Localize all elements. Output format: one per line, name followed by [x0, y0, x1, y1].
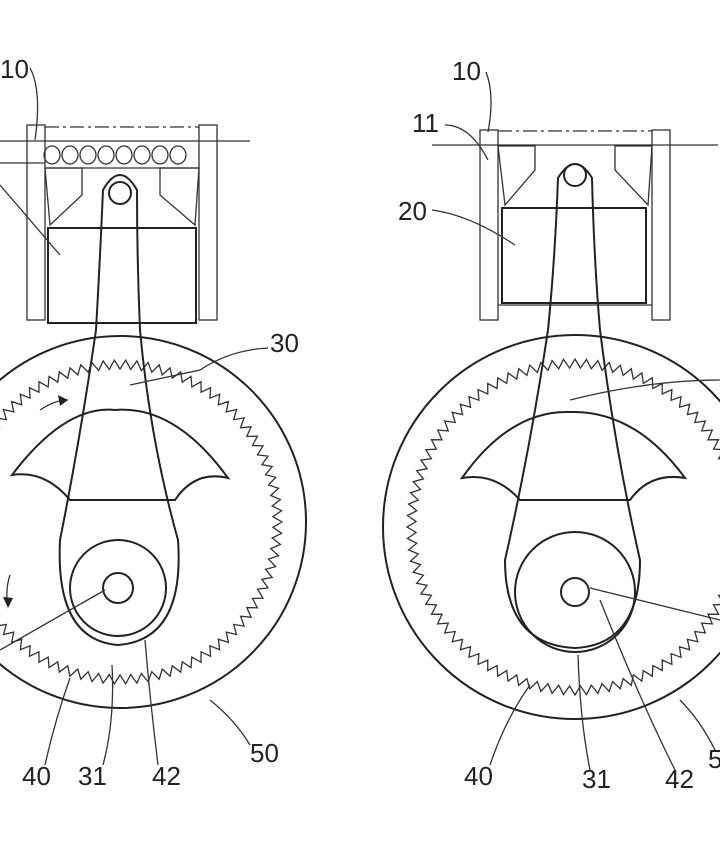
bearing-ball	[115, 145, 133, 165]
left-mechanism: 10 30 40 31 42 50	[0, 54, 307, 791]
label-left-42: 42	[152, 761, 181, 791]
bearing-ball	[97, 145, 115, 165]
label-right-10: 10	[452, 56, 481, 86]
right-cylinder	[432, 129, 718, 321]
ball-bearing-row	[43, 145, 187, 165]
label-left-10: 10	[0, 54, 29, 84]
left-leader-lines	[0, 67, 269, 766]
label-right-31: 31	[582, 764, 611, 794]
bearing-ball	[79, 145, 97, 165]
right-leader-lines	[431, 71, 720, 771]
bearing-ball	[151, 145, 169, 165]
label-right-11: 11	[412, 108, 439, 138]
label-right-20: 20	[398, 196, 427, 226]
right-ring-gear	[382, 334, 720, 720]
bearing-ball	[61, 145, 79, 165]
label-right-42: 42	[665, 764, 694, 794]
label-left-30: 30	[270, 328, 299, 358]
label-right-40: 40	[464, 761, 493, 791]
bearing-ball	[43, 145, 61, 165]
left-connecting-rod	[58, 174, 180, 647]
label-left-31: 31	[78, 761, 107, 791]
right-connecting-rod	[503, 163, 642, 653]
label-right-5: 5	[708, 744, 720, 774]
label-left-50: 50	[250, 738, 279, 768]
label-left-40: 40	[22, 761, 51, 791]
bearing-ball	[133, 145, 151, 165]
left-ring-gear	[0, 335, 307, 709]
left-cylinder	[0, 124, 250, 324]
bearing-ball	[169, 145, 187, 165]
right-mechanism: 10 11 20 40 31 42 5	[382, 56, 720, 794]
